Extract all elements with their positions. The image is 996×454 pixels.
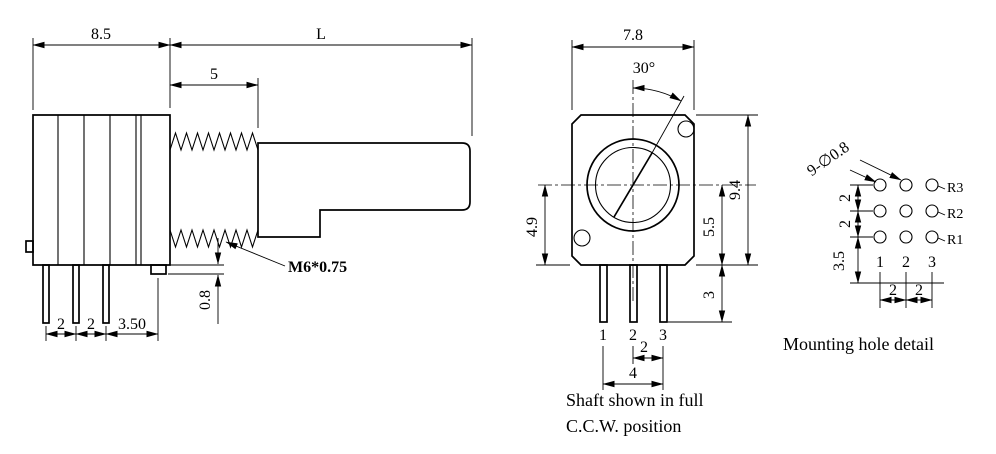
- mounting-hole-detail: 9-∅0.8 R3 R2 R1 1 2 3 2 2 3.5 2 2 Mounti…: [783, 139, 963, 354]
- dim-body-width: 8.5: [91, 26, 111, 43]
- dim-base-offset: 3.5: [831, 251, 848, 271]
- pin: [629, 264, 638, 323]
- mounting-hole: [573, 229, 591, 247]
- dim-pin-length: 3: [701, 291, 718, 299]
- dim-row-gap-b: 2: [837, 220, 854, 228]
- mounting-hole: [677, 120, 695, 138]
- thread-profile-bottom: [169, 228, 259, 249]
- mounting-tab: [150, 264, 167, 275]
- dim-pin-pitch-a: 2: [57, 316, 65, 333]
- dim-col-gap-b: 2: [915, 282, 923, 299]
- dim-pin-to-edge: 3.50: [118, 316, 146, 333]
- row-label-r1: R1: [947, 233, 963, 248]
- col-label-3: 3: [928, 254, 936, 271]
- thread-profile-top: [169, 131, 259, 152]
- mount-hole: [899, 230, 913, 244]
- front-view-caption-line1: Shaft shown in full: [566, 390, 704, 410]
- pin: [659, 264, 668, 323]
- mount-hole: [925, 178, 939, 192]
- dim-pin-span: 4: [629, 365, 637, 382]
- dim-col-gap-a: 2: [889, 282, 897, 299]
- pin-label-1: 1: [599, 327, 607, 344]
- row-leader: [937, 185, 946, 190]
- dim-front-width: 7.8: [623, 27, 643, 44]
- dim-thread-length: 5: [210, 66, 218, 83]
- pin: [102, 264, 110, 324]
- side-tab: [25, 240, 34, 253]
- dim-flat-angle: 30°: [633, 60, 655, 77]
- mounting-detail-caption: Mounting hole detail: [783, 334, 934, 354]
- mount-hole: [873, 204, 887, 218]
- dim-body-height: 9.4: [727, 180, 744, 200]
- dim-pin-pitch-b: 2: [87, 316, 95, 333]
- row-leader: [937, 237, 946, 242]
- mount-hole: [925, 204, 939, 218]
- angle-dimension-arc: [632, 84, 682, 102]
- col-label-1: 1: [876, 254, 884, 271]
- bushing-outer-circle: [586, 138, 680, 232]
- row-label-r3: R3: [947, 181, 963, 196]
- thread-spec-label: M6*0.75: [288, 259, 347, 276]
- hole-spec-label: 9-∅0.8: [804, 139, 852, 180]
- pin: [72, 264, 80, 324]
- mount-hole: [925, 230, 939, 244]
- dim-tab-thickness: 0.8: [197, 290, 214, 310]
- dim-center-to-bottom: 4.9: [524, 217, 541, 237]
- pin-label-2: 2: [629, 327, 637, 344]
- front-view-caption-line2: C.C.W. position: [566, 416, 681, 436]
- mount-hole: [873, 230, 887, 244]
- pin-label-3: 3: [659, 327, 667, 344]
- leader-line: [859, 159, 902, 181]
- shaft-flat-edge: [613, 152, 653, 218]
- shaft-circle: [594, 146, 672, 224]
- dim-row-gap-a: 2: [837, 194, 854, 202]
- row-leader: [937, 211, 946, 216]
- body-outline: [32, 114, 171, 266]
- pin: [42, 264, 50, 324]
- front-body-outline: [571, 114, 695, 266]
- leader-line: [225, 241, 286, 267]
- dim-total-length: L: [316, 26, 326, 43]
- shaft-outline: [257, 142, 471, 238]
- dim-center-to-base: 5.5: [701, 217, 718, 237]
- mount-hole: [899, 204, 913, 218]
- row-label-r2: R2: [947, 207, 963, 222]
- mount-hole: [899, 178, 913, 192]
- flat-extension-line: [651, 95, 685, 154]
- col-label-2: 2: [902, 254, 910, 271]
- leader-line: [849, 169, 877, 183]
- side-view: 8.5 L 5 M6*0.75 0.8 2 2 3.50: [25, 26, 473, 341]
- front-view: 30° 7.8 4.9 5.5 3 9.4 1 2 3 2: [524, 27, 758, 436]
- mount-hole: [873, 178, 887, 192]
- pin: [599, 264, 608, 323]
- dim-pin-pitch: 2: [640, 339, 648, 356]
